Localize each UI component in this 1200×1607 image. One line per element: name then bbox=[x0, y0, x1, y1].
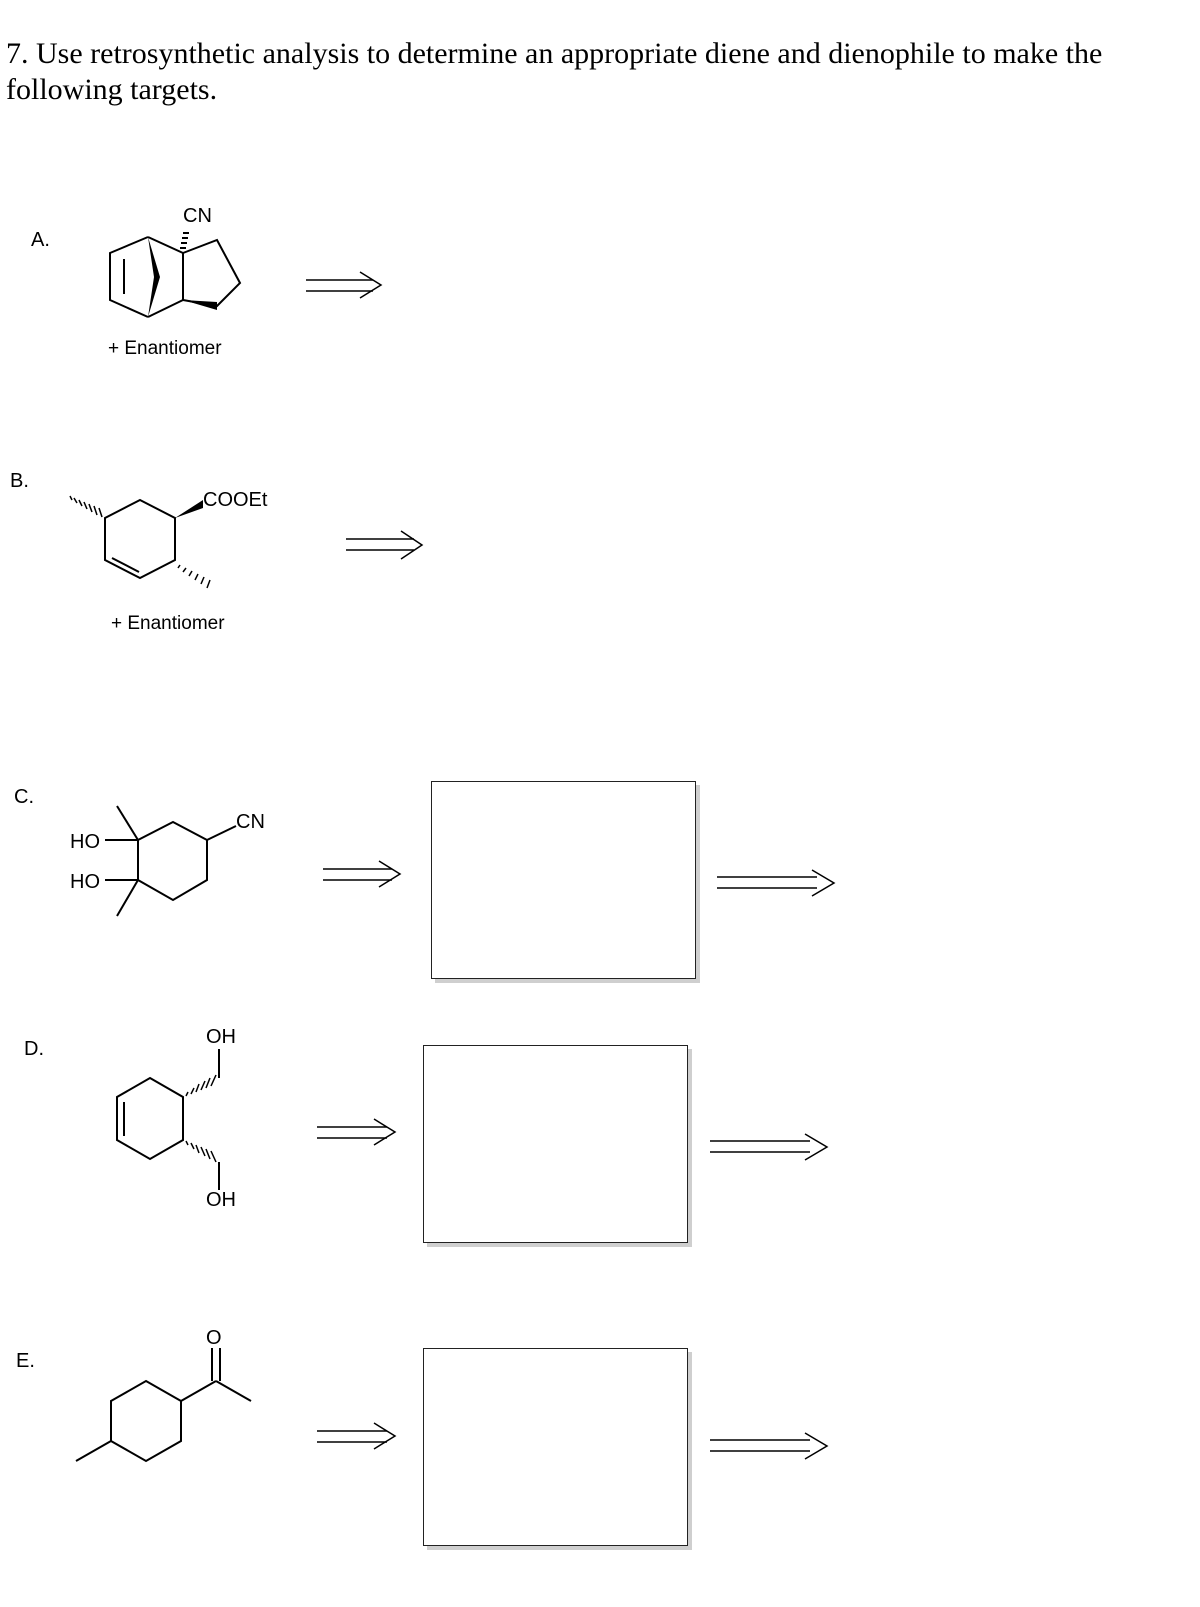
structure-c bbox=[105, 805, 237, 917]
part-e-carbonyl-o: O bbox=[206, 1327, 222, 1349]
part-a-label: A. bbox=[31, 229, 50, 251]
part-d-oh-top: OH bbox=[206, 1026, 236, 1048]
part-b-enantiomer: + Enantiomer bbox=[111, 613, 225, 634]
part-e-label: E. bbox=[16, 1350, 35, 1372]
retro-arrow-d1 bbox=[317, 1118, 397, 1146]
retro-arrow-b bbox=[346, 530, 424, 560]
part-c-ho-bottom: HO bbox=[70, 871, 100, 893]
structure-b bbox=[104, 498, 176, 580]
part-d-label: D. bbox=[24, 1038, 44, 1060]
hashed-methyl-bottom-b bbox=[177, 564, 211, 589]
part-a-enantiomer: + Enantiomer bbox=[108, 338, 222, 359]
retro-arrow-a bbox=[306, 271, 383, 299]
answer-box-e[interactable] bbox=[423, 1348, 688, 1546]
wedge-bond-a bbox=[183, 300, 217, 310]
hashed-bond-d-top bbox=[185, 1074, 217, 1097]
retro-arrow-e1 bbox=[317, 1422, 397, 1450]
bridge-wedge bbox=[148, 237, 160, 317]
part-c-label: C. bbox=[14, 786, 34, 808]
question-text: 7. Use retrosynthetic analysis to determ… bbox=[6, 37, 1103, 106]
part-a-cn: CN bbox=[183, 205, 212, 227]
part-b-label: B. bbox=[10, 470, 29, 492]
retro-arrow-c1 bbox=[323, 860, 402, 888]
part-c-cn: CN bbox=[236, 811, 265, 833]
answer-box-d[interactable] bbox=[423, 1045, 688, 1243]
part-c-ho-top: HO bbox=[70, 831, 100, 853]
hashed-bond-a bbox=[180, 232, 189, 249]
retro-arrow-c2 bbox=[717, 869, 836, 897]
hashed-bond-d-bottom bbox=[185, 1140, 217, 1163]
answer-box-c[interactable] bbox=[431, 781, 696, 979]
retro-arrow-d2 bbox=[710, 1133, 829, 1161]
part-b-cooet: COOEt bbox=[203, 489, 268, 511]
hashed-methyl-top-b bbox=[69, 495, 103, 518]
structure-a bbox=[109, 236, 242, 318]
part-d-oh-bottom: OH bbox=[206, 1189, 236, 1211]
wedge-bond-b bbox=[175, 500, 203, 518]
structure-d bbox=[116, 1049, 220, 1190]
structure-e bbox=[75, 1348, 252, 1463]
retro-arrow-e2 bbox=[710, 1432, 829, 1460]
